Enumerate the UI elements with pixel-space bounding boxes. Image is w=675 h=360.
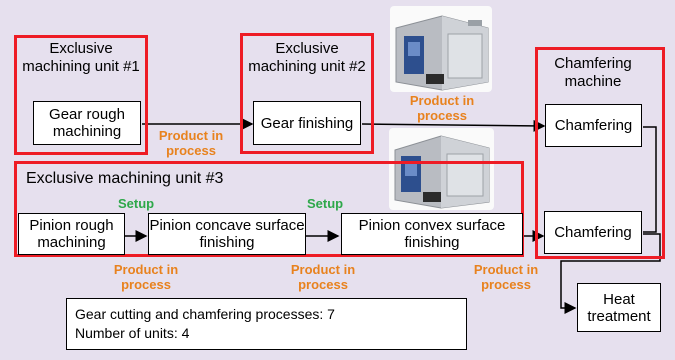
unit2-title: Exclusive machining unit #2 (248, 40, 366, 75)
unit3-title: Exclusive machining unit #3 (26, 170, 224, 187)
summary-box: Gear cutting and chamfering processes: 7… (66, 298, 467, 350)
arrow-chamfering1-to-heat (643, 126, 657, 233)
product-in-process-label-1: Product in process (158, 128, 224, 158)
chamfering-box-2: Chamfering (544, 211, 642, 254)
unit1-frame (14, 35, 148, 155)
gear-rough-machining-box: Gear rough machining (33, 101, 141, 145)
chamfering-box-1: Chamfering (545, 104, 642, 147)
product-in-process-label-4: Product in process (290, 262, 356, 292)
setup-label-2: Setup (307, 196, 344, 211)
unit2-frame (240, 33, 374, 154)
unit3-frame (14, 161, 524, 257)
product-in-process-label-2: Product in process (409, 93, 475, 123)
unit1-title: Exclusive machining unit #1 (22, 40, 140, 75)
pinion-rough-machining-box: Pinion rough machining (18, 213, 125, 255)
arrow-finishing-to-chamfering (361, 119, 546, 132)
chamfering-machine-frame (535, 47, 665, 259)
pinion-concave-finishing-box: Pinion concave surface finishing (148, 213, 306, 255)
heat-treatment-box: Heat treatment (577, 283, 661, 332)
summary-units: Number of units: 4 (75, 325, 190, 341)
product-in-process-label-3: Product in process (113, 262, 179, 292)
gear-finishing-box: Gear finishing (253, 101, 361, 145)
machine-photo-unit2 (390, 6, 492, 92)
pinion-convex-finishing-box: Pinion convex surface finishing (341, 213, 523, 255)
chamfering-machine-title: Chamfering machine (554, 55, 632, 90)
setup-label-1: Setup (118, 196, 155, 211)
summary-processes: Gear cutting and chamfering processes: 7 (75, 306, 335, 322)
arrow-chamfering-to-heat (560, 233, 661, 314)
product-in-process-label-5: Product in process (473, 262, 539, 292)
